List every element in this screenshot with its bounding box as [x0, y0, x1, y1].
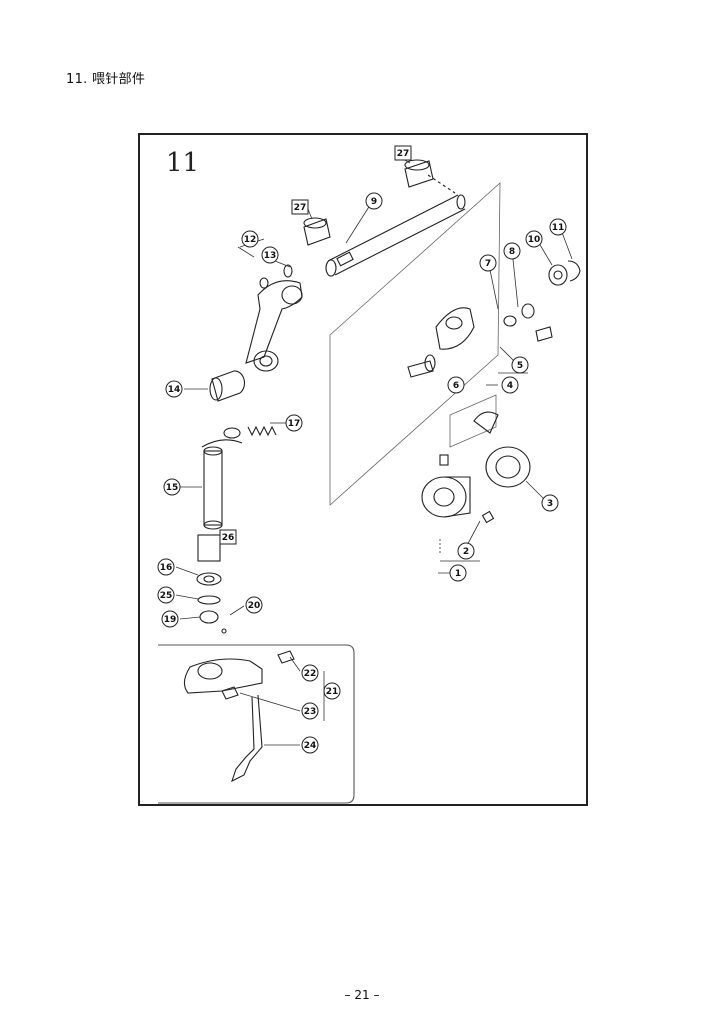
callout-p10: 10 — [525, 230, 543, 248]
link-assembly-part — [407, 260, 581, 378]
page-number: – 21 – — [344, 988, 380, 1002]
callout-label: 6 — [453, 381, 459, 391]
spring-part — [247, 425, 277, 437]
callout-label: 20 — [248, 601, 261, 611]
subassembly-box — [158, 644, 355, 804]
callout-p17: 17 — [285, 414, 303, 432]
callout-label: 11 — [552, 223, 565, 233]
callout-label: 15 — [166, 483, 179, 493]
callout-label: 12 — [244, 235, 257, 245]
callout-label: 3 — [547, 499, 553, 509]
callout-p12: 12 — [241, 230, 259, 248]
callout-label: 16 — [160, 563, 173, 573]
callout-layer: 1234567891011121314151617192021222324252… — [157, 145, 567, 754]
callout-p22: 22 — [301, 664, 319, 682]
callout-label: 25 — [160, 591, 173, 601]
callout-p19: 19 — [161, 610, 179, 628]
callout-label: 5 — [517, 361, 523, 371]
callout-label: 1 — [455, 569, 461, 579]
callout-p11: 11 — [549, 218, 567, 236]
callout-p24: 24 — [301, 736, 319, 754]
callout-label: 19 — [164, 615, 177, 625]
callout-label: 21 — [326, 687, 339, 697]
callout-p25: 25 — [157, 586, 175, 604]
callout-p9: 9 — [365, 192, 383, 210]
callout-label: 17 — [288, 419, 301, 429]
callout-label: 10 — [528, 235, 541, 245]
callout-label: 14 — [168, 385, 181, 395]
callout-p7: 7 — [479, 254, 497, 272]
callout-p6: 6 — [447, 376, 465, 394]
callout-p27b: 27 — [394, 145, 412, 161]
callout-label: 8 — [509, 247, 515, 257]
callout-label: 24 — [304, 741, 317, 751]
callout-p13: 13 — [261, 246, 279, 264]
callout-label: 26 — [222, 533, 235, 543]
callout-label: 27 — [294, 203, 307, 213]
cam-assembly-part — [421, 394, 531, 524]
callout-label: 9 — [371, 197, 377, 207]
callout-p20: 20 — [245, 596, 263, 614]
callout-label: 4 — [507, 381, 513, 391]
diagram-section-number: 11 — [166, 148, 199, 178]
washer-stack-part — [196, 534, 227, 634]
callout-p26: 26 — [219, 529, 237, 545]
callout-label: 22 — [304, 669, 317, 679]
crank-arm-part — [245, 264, 303, 372]
vertical-shaft-part — [201, 427, 243, 530]
callout-label: 13 — [264, 251, 277, 261]
callout-label: 7 — [485, 259, 491, 269]
callout-label: 2 — [463, 547, 469, 557]
bushing-part — [303, 159, 456, 246]
collar-part — [209, 370, 246, 402]
shaft-part — [325, 194, 466, 277]
callout-p4: 4 — [501, 376, 519, 394]
needle-arm-part — [183, 650, 295, 783]
callout-p5: 5 — [511, 356, 529, 374]
parts-diagram-frame: 11 — [138, 133, 588, 806]
callout-p23: 23 — [301, 702, 319, 720]
callout-p21: 21 — [323, 682, 341, 700]
callout-label: 23 — [304, 707, 317, 717]
parts-diagram: 11 — [157, 145, 581, 804]
callout-p1: 1 — [449, 564, 467, 582]
callout-label: 27 — [397, 149, 410, 159]
callout-p15: 15 — [163, 478, 181, 496]
section-heading: 11. 喂针部件 — [66, 72, 146, 87]
callout-p8: 8 — [503, 242, 521, 260]
callout-p14: 14 — [165, 380, 183, 398]
callout-p27a: 27 — [291, 199, 309, 215]
callout-p16: 16 — [157, 558, 175, 576]
callout-p2: 2 — [457, 542, 475, 560]
callout-p3: 3 — [541, 494, 559, 512]
